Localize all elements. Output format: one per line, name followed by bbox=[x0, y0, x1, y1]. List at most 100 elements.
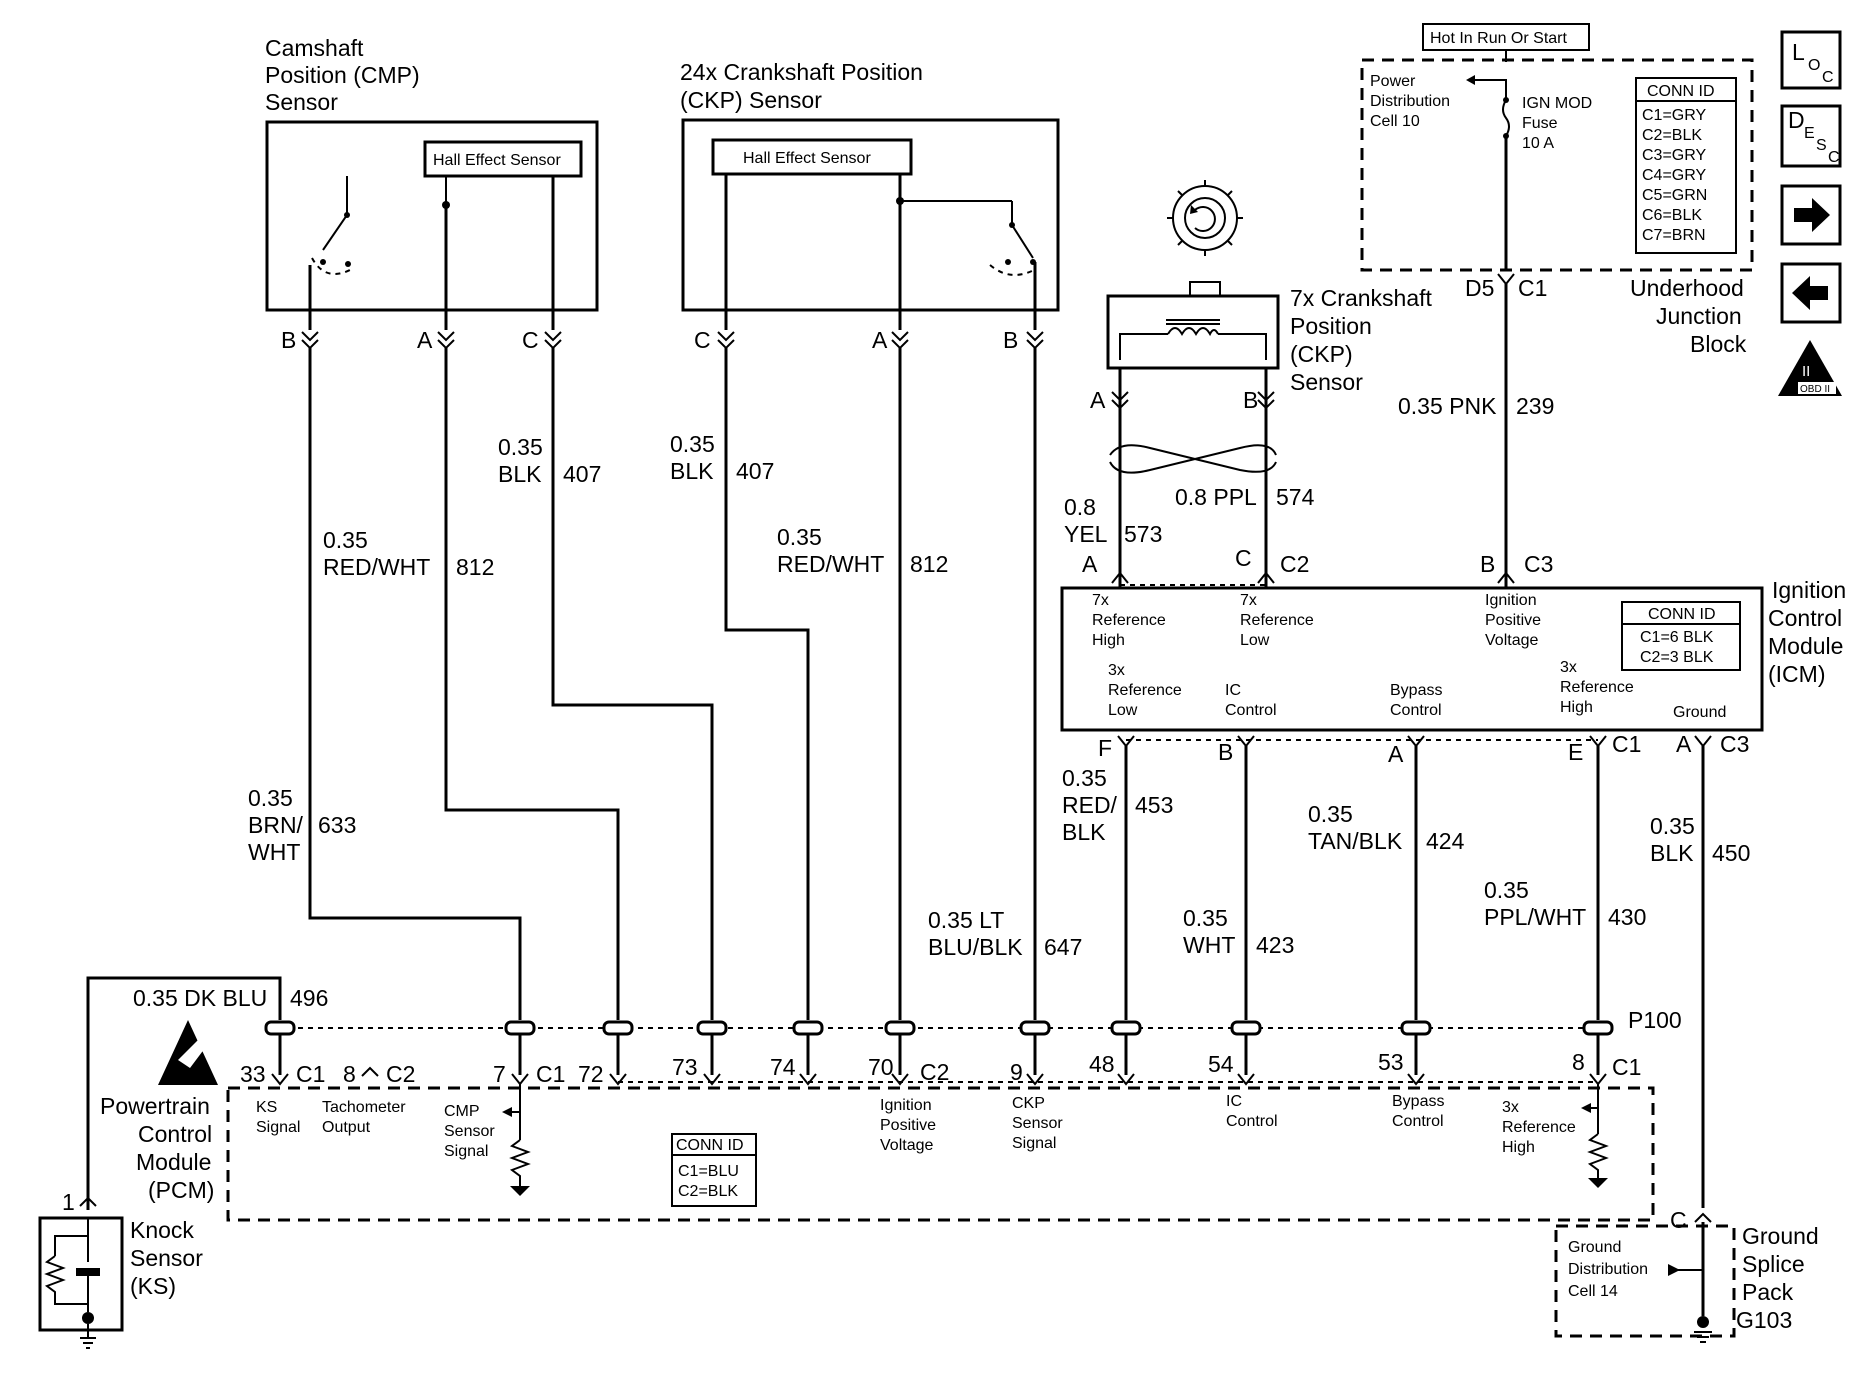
ujb-name-3: Block bbox=[1690, 331, 1747, 357]
p100-label: P100 bbox=[1628, 1007, 1682, 1033]
svg-text:IC Control: IC Control bbox=[1225, 682, 1277, 719]
wire-label: RED/ bbox=[1062, 792, 1118, 818]
hot-in-run-label: Hot In Run Or Start bbox=[1430, 30, 1567, 47]
icm-label: IC bbox=[1225, 682, 1241, 699]
pcm-pin: C1 bbox=[296, 1061, 325, 1087]
cmp-name-1: Camshaft bbox=[265, 35, 364, 61]
wire-circuit: 239 bbox=[1516, 393, 1554, 419]
cmp-pullup-resistor-icon bbox=[502, 1084, 531, 1196]
cmp-sensor: Camshaft Position (CMP) Sensor Hall Effe… bbox=[265, 35, 599, 353]
ujb-pin-d5: D5 bbox=[1465, 275, 1494, 301]
pcm-pin: 72 bbox=[578, 1061, 604, 1087]
svg-text:O: O bbox=[1808, 57, 1820, 74]
svg-text:0.35: 0.35 bbox=[1183, 905, 1228, 931]
wire-circuit: 424 bbox=[1426, 828, 1465, 854]
icm-name-2: Control bbox=[1768, 605, 1842, 631]
pcm-stub-wires bbox=[278, 1034, 1600, 1083]
wire-circuit: 573 bbox=[1124, 521, 1162, 547]
powertrain-control-module: 33 C1 8 C2 7 C1 72 73 74 70 C2 9 48 54 5… bbox=[100, 1020, 1655, 1222]
svg-text:Underhood: Underhood bbox=[1630, 275, 1744, 301]
cmp-name-2: Position (CMP) bbox=[265, 62, 420, 88]
wire-label: WHT bbox=[248, 839, 300, 865]
underhood-junction-block: Hot In Run Or Start Power Distribution C… bbox=[1360, 23, 1754, 560]
ckp24-connector-pins: C A B bbox=[694, 327, 1044, 353]
wire-label: BLK bbox=[498, 461, 542, 487]
wire-label: 0.35 LT bbox=[928, 907, 1004, 933]
pcm-signal: 3x bbox=[1502, 1099, 1519, 1116]
pcm-pin: 8 bbox=[1572, 1049, 1585, 1075]
pcm-signal: Control bbox=[1226, 1113, 1278, 1130]
pcm-signal: Signal bbox=[1012, 1135, 1056, 1152]
gsp-inner: Cell 14 bbox=[1568, 1283, 1618, 1300]
ignition-control-module: A C C2 B C3 7x Reference High 7x Referen… bbox=[1060, 545, 1846, 767]
esd-warning-icon bbox=[158, 1020, 218, 1085]
icm-label: Reference bbox=[1240, 612, 1314, 629]
cmp-connector-pins: B A C bbox=[281, 327, 562, 353]
svg-text:Camshaft: Camshaft bbox=[265, 35, 364, 61]
cmp-name-3: Sensor bbox=[265, 89, 338, 115]
pcm-pin: 74 bbox=[770, 1054, 796, 1080]
pcm-signal: Output bbox=[322, 1119, 371, 1136]
icm-label: Voltage bbox=[1485, 632, 1538, 649]
wire-label: BLU/BLK bbox=[928, 934, 1023, 960]
svg-text:(KS): (KS) bbox=[130, 1273, 176, 1299]
pcm-name-2: Control bbox=[138, 1121, 212, 1147]
pcm-signal: CKP bbox=[1012, 1095, 1045, 1112]
svg-text:7x Reference Low: 7x Reference Low bbox=[1240, 592, 1318, 649]
ujb-fuse-3: 10 A bbox=[1522, 135, 1554, 152]
icm-top-pin-c2: C2 bbox=[1280, 551, 1309, 577]
svg-text:0.35: 0.35 bbox=[323, 527, 368, 553]
back-arrow-icon[interactable] bbox=[1780, 262, 1842, 324]
svg-text:PPL/WHT: PPL/WHT bbox=[1484, 904, 1586, 930]
wire-label: 0.35 PNK bbox=[1398, 393, 1497, 419]
svg-text:Junction: Junction bbox=[1656, 303, 1742, 329]
svg-text:BLK: BLK bbox=[1062, 819, 1106, 845]
svg-text:(CKP) Sensor: (CKP) Sensor bbox=[680, 87, 822, 113]
icm-name-1: Ignition bbox=[1772, 577, 1846, 603]
next-arrow-icon[interactable] bbox=[1780, 184, 1842, 246]
pcm-signal: Sensor bbox=[444, 1123, 495, 1140]
icm-top-pin-b: B bbox=[1480, 551, 1495, 577]
ground-splice-pack: C Ground Distribution Cell 14 Ground Spl… bbox=[1554, 1207, 1819, 1343]
icm-bot-pin-c3: C3 bbox=[1720, 731, 1749, 757]
icm-label: Control bbox=[1390, 702, 1442, 719]
pcm-signal: High bbox=[1502, 1139, 1535, 1156]
svg-text:E: E bbox=[1804, 125, 1815, 142]
cmp-pin-b: B bbox=[281, 327, 296, 353]
svg-text:0.35 PNK: 0.35 PNK bbox=[1398, 393, 1497, 419]
gsp-name-3: Pack bbox=[1742, 1279, 1794, 1305]
pcm-signal: Signal bbox=[444, 1143, 488, 1160]
icm-name-4: (ICM) bbox=[1768, 661, 1825, 687]
icm-top-pin-c: C bbox=[1235, 545, 1252, 571]
loc-icon[interactable]: L O C bbox=[1780, 30, 1842, 90]
wire-circuit: 574 bbox=[1276, 484, 1315, 510]
ckp7-sensor: 7x Crankshaft Position (CKP) Sensor A B bbox=[1090, 180, 1433, 575]
svg-text:YEL: YEL bbox=[1064, 521, 1108, 547]
svg-text:Cell 14: Cell 14 bbox=[1568, 1283, 1618, 1300]
gsp-name-4: G103 bbox=[1736, 1307, 1792, 1333]
svg-text:Position: Position bbox=[1290, 313, 1372, 339]
svg-text:(PCM): (PCM) bbox=[148, 1177, 214, 1203]
ks-name-2: Sensor bbox=[130, 1245, 203, 1271]
wire-label: 0.8 bbox=[1064, 494, 1096, 520]
icm-bot-pin-a: A bbox=[1388, 741, 1404, 767]
svg-text:WHT: WHT bbox=[248, 839, 300, 865]
icm-label: Reference bbox=[1108, 682, 1182, 699]
pcm-signal: CMP bbox=[444, 1103, 480, 1120]
svg-text:0.35: 0.35 bbox=[1650, 813, 1695, 839]
svg-text:0.8: 0.8 bbox=[1064, 494, 1096, 520]
svg-text:0.35 LT: 0.35 LT bbox=[928, 907, 1004, 933]
ujb-power-1: Power bbox=[1370, 73, 1416, 90]
svg-text:Ground: Ground bbox=[1568, 1239, 1621, 1256]
icm-conn-row: C2=3 BLK bbox=[1640, 649, 1714, 666]
pcm-pin: 8 bbox=[343, 1061, 356, 1087]
svg-text:BRN/: BRN/ bbox=[248, 812, 304, 838]
wire-label: YEL bbox=[1064, 521, 1108, 547]
ujb-conn-row: C1=GRY bbox=[1642, 107, 1707, 124]
pcm-pin-labels: 33 C1 8 C2 7 C1 72 73 74 70 C2 9 48 54 5… bbox=[240, 1049, 1641, 1087]
svg-text:D: D bbox=[1788, 107, 1805, 133]
desc-icon[interactable]: D E S C bbox=[1780, 104, 1842, 168]
icm-label: High bbox=[1092, 632, 1125, 649]
